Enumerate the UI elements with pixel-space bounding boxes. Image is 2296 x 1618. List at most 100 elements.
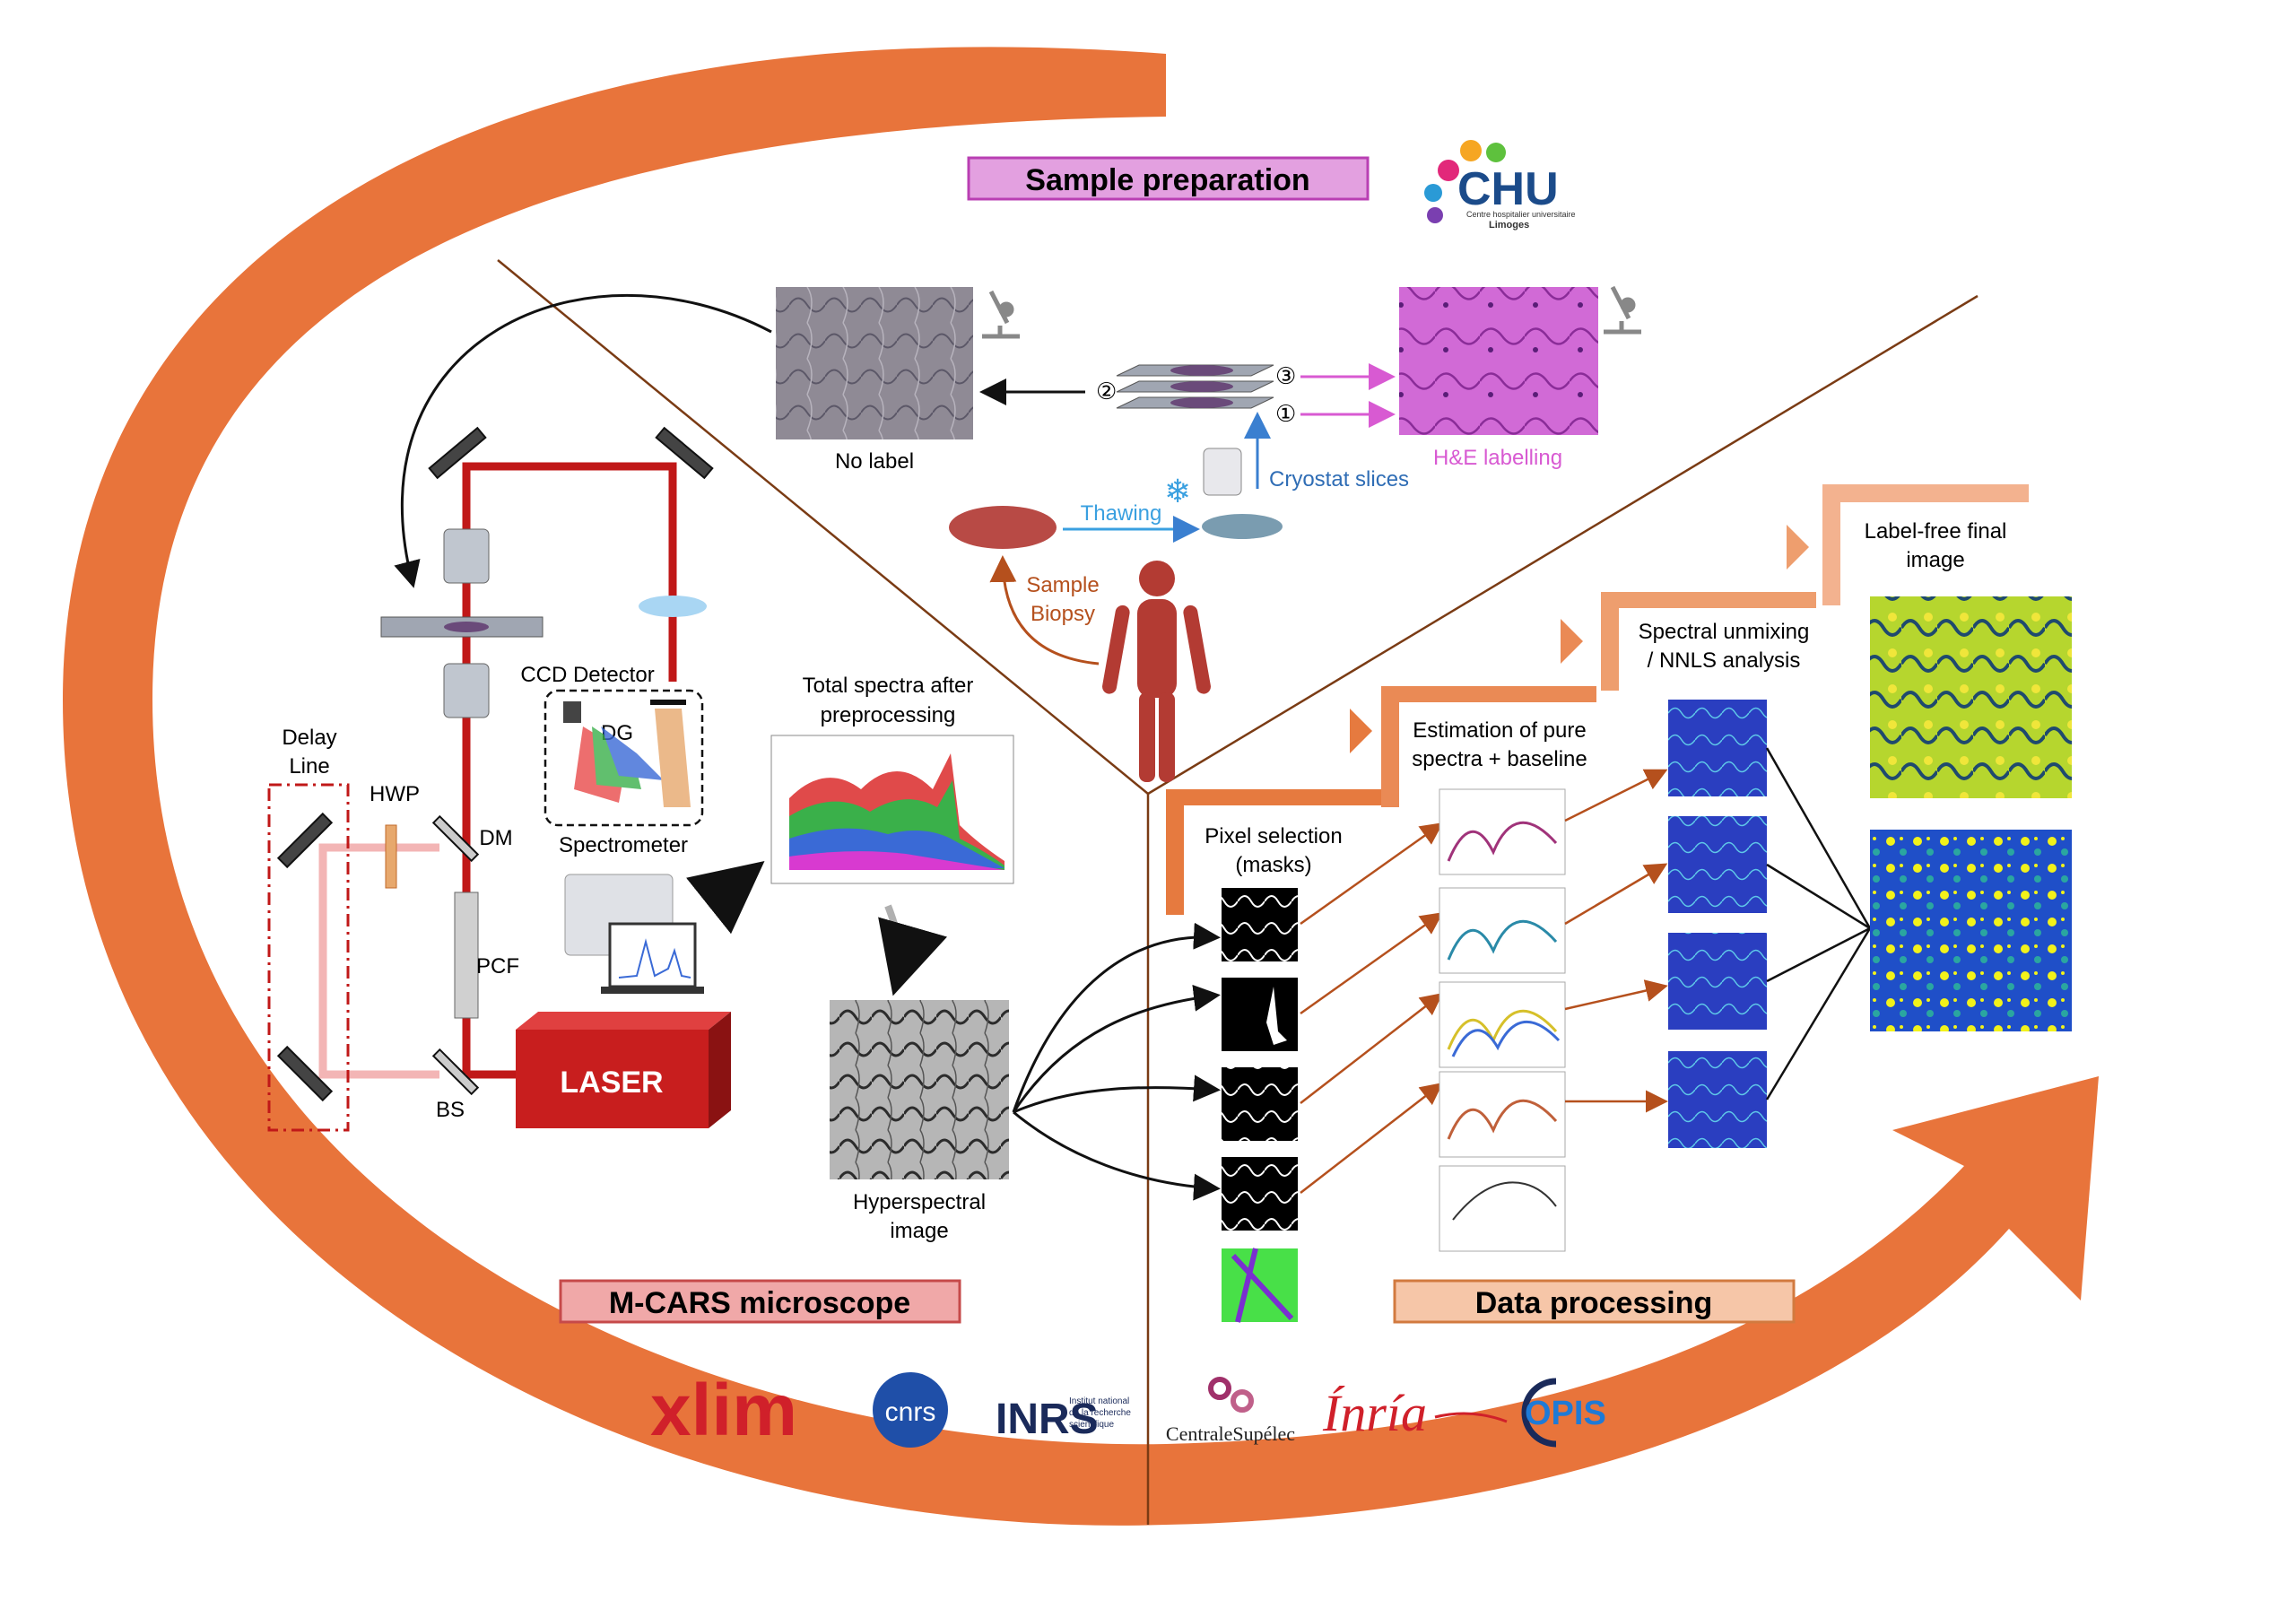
no-label-caption: No label: [835, 449, 914, 474]
lines-to-final: [1765, 747, 1872, 1100]
unmixing-image-2: [1668, 816, 1767, 913]
spectrum-rays: [574, 709, 691, 807]
laser-box: [516, 1012, 731, 1128]
spectrometer-label: Spectrometer: [559, 833, 688, 857]
pixel-selection-caption-2: (masks): [1235, 853, 1311, 877]
biopsy-sample: [949, 506, 1057, 549]
snowflake-icon: ❄: [1164, 474, 1191, 510]
sample-on-slide: [444, 622, 489, 632]
slide-stack: [1116, 364, 1274, 409]
hyperspectral-caption-1: Hyperspectral: [853, 1190, 986, 1214]
data-processing-box: [1393, 1279, 1796, 1324]
cnrs-logo-circle: [873, 1372, 948, 1448]
mcars-title: M-CARS microscope: [609, 1286, 910, 1320]
laptop-base: [601, 987, 704, 994]
mask-overlay-detail: [1231, 1248, 1294, 1323]
dm-label: DM: [479, 826, 512, 850]
mask-3: [1222, 1067, 1298, 1141]
final-caption-2: image: [1906, 548, 1964, 572]
hyperspectral-image: [830, 1000, 1009, 1179]
total-spectra-caption-2: preprocessing: [821, 703, 956, 727]
estimation-caption-2: spectra + baseline: [1412, 747, 1587, 771]
arrow-slide-to-microscope: [394, 293, 772, 588]
opis-logo: OPIS: [1525, 1395, 1606, 1432]
inria-swoosh: [1434, 1412, 1508, 1423]
biopsy-caption-1: Sample: [1026, 573, 1099, 597]
cnrs-logo: cnrs: [885, 1397, 936, 1427]
arrow-spectra-to-hyper: [878, 904, 948, 996]
centrale-logo: CentraleSupélec: [1166, 1422, 1295, 1445]
arrows-to-masks: [1012, 922, 1221, 1201]
hwp-plate: [385, 824, 397, 889]
human-body-icon: [1102, 561, 1211, 782]
final-caption-1: Label-free final: [1865, 519, 2007, 544]
cryostat-icon: [1203, 448, 1242, 496]
spectrometer-detector-bar: [650, 700, 686, 705]
centrale-logo-mark: [1208, 1377, 1254, 1413]
thawing-caption: Thawing: [1081, 501, 1162, 526]
inrs-logo: INRS: [996, 1396, 1099, 1443]
beam-path-pump: [318, 843, 439, 1079]
pcf-fiber: [454, 892, 479, 1019]
unmixing-image-3: [1668, 933, 1767, 1030]
lens: [639, 596, 707, 617]
arrows-to-unmixing: [1564, 769, 1668, 1113]
sample-prep-box: [967, 156, 1370, 201]
inria-logo: Ínría: [1322, 1384, 1427, 1442]
mask-4: [1222, 1157, 1298, 1231]
arrow-biopsy: [989, 555, 1100, 665]
opis-logo-ring: [1521, 1378, 1557, 1448]
pure-spectra-plots: [1439, 788, 1566, 1252]
hwp-label: HWP: [370, 782, 420, 806]
biopsy-caption-2: Biopsy: [1031, 602, 1095, 626]
he-image: [1399, 287, 1598, 435]
inrs-sub-1: Institut national: [1069, 1396, 1129, 1406]
xlim-logo: xlim: [650, 1370, 797, 1451]
laser-label: LASER: [560, 1066, 663, 1100]
final-image-2: [1870, 830, 2072, 1031]
data-processing-title: Data processing: [1475, 1286, 1713, 1320]
arrows-to-spectra: [1300, 822, 1444, 1194]
mirrors: [276, 426, 714, 1102]
svg-text:CHU: CHU: [1457, 163, 1559, 215]
cryostat-caption: Cryostat slices: [1269, 467, 1409, 491]
inrs-sub-3: scientifique: [1069, 1420, 1114, 1430]
pcf-label: PCF: [476, 954, 519, 979]
chu-logo: CHU Centre hospitalier universitaire Lim…: [1424, 140, 1576, 231]
section-dividers: [497, 259, 1979, 1525]
unmixing-image-1: [1668, 700, 1767, 796]
delay-line-label-1: Delay: [282, 726, 336, 750]
final-image-1: [1870, 596, 2072, 798]
slice-3-label: ③: [1275, 363, 1296, 390]
ccd-label: CCD Detector: [520, 663, 654, 687]
thawed-sample: [1202, 514, 1283, 539]
estimation-caption-1: Estimation of pure: [1413, 718, 1586, 743]
he-caption: H&E labelling: [1433, 446, 1562, 470]
unmixing-caption-2: / NNLS analysis: [1648, 648, 1801, 673]
microscope-icon: [982, 290, 1020, 339]
laptop-spectrum: [618, 938, 691, 979]
ccd-icon: [563, 701, 581, 723]
hyperspectral-caption-2: image: [890, 1219, 948, 1243]
total-spectra-caption-1: Total spectra after: [803, 674, 974, 698]
sample-prep-title: Sample preparation: [1025, 163, 1309, 197]
delay-line-label-2: Line: [289, 754, 329, 779]
slice-2-label: ②: [1096, 378, 1117, 405]
pixel-selection-caption-1: Pixel selection: [1205, 824, 1342, 848]
svg-text:Limoges: Limoges: [1489, 220, 1529, 231]
unmixing-caption-1: Spectral unmixing: [1639, 620, 1810, 644]
staircase: [1166, 484, 2029, 915]
spectra-fill: [789, 753, 1004, 870]
mask-1: [1222, 888, 1298, 961]
bs-label: BS: [436, 1098, 465, 1122]
objective-top: [443, 528, 490, 584]
microscope-icon: [1604, 285, 1641, 335]
arrow-laptop-to-spectra: [686, 861, 765, 935]
mcars-box: [559, 1279, 961, 1324]
objective-bottom: [443, 663, 490, 718]
mask-2-shape: [1266, 987, 1287, 1045]
inrs-sub-2: de la recherche: [1069, 1408, 1131, 1418]
unmixing-image-4: [1668, 1051, 1767, 1148]
no-label-image: [776, 287, 973, 439]
